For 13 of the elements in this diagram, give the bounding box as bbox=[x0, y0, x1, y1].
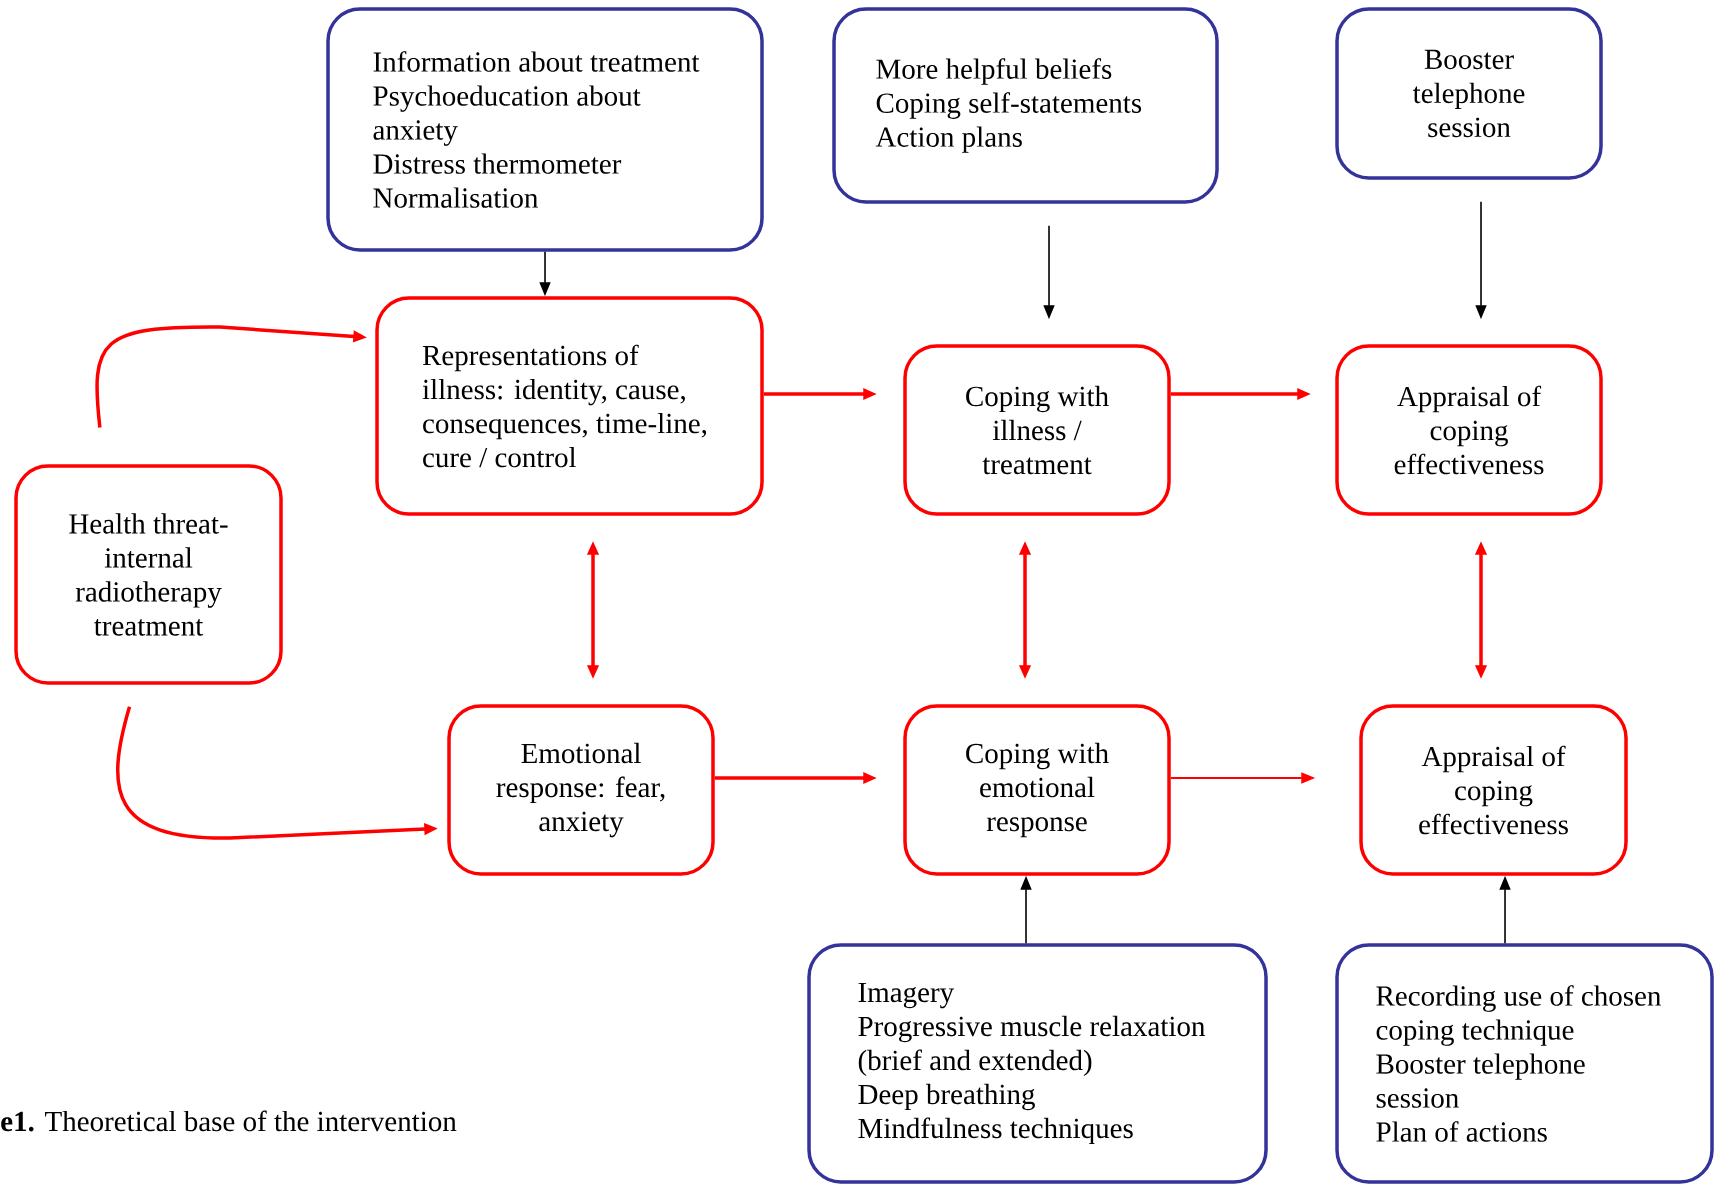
intervention-box: Information about treatment Psychoeducation about anxiety Distress thermometer Normalisation bbox=[326, 7, 764, 252]
process-box: Appraisal of coping effectiveness bbox=[1335, 344, 1603, 516]
process-box: Emotional response: fear, anxiety bbox=[447, 704, 715, 876]
intervention-box: More helpful beliefs Coping self-statements Action plans bbox=[832, 7, 1219, 204]
intervention-box: Imagery Progressive muscle relaxation (brief and extended) Deep breathing Mindfulness techniques bbox=[807, 943, 1268, 1184]
process-box: Appraisal of coping effectiveness bbox=[1359, 704, 1628, 876]
process-box: Coping with illness / treatment bbox=[903, 344, 1171, 516]
process-box: Coping with emotional response bbox=[903, 704, 1171, 876]
process-box: Health threat- internal radiotherapy treatment bbox=[14, 464, 283, 685]
figure-caption: e1. Theoretical base of the intervention bbox=[1, 1110, 457, 1132]
intervention-box: Booster telephone session bbox=[1335, 7, 1603, 180]
intervention-box: Recording use of chosen coping technique Booster telephone session Plan of actions bbox=[1335, 943, 1714, 1184]
process-box: Representations of illness: identity, cause, consequences, time-line, cure / control bbox=[375, 296, 764, 516]
